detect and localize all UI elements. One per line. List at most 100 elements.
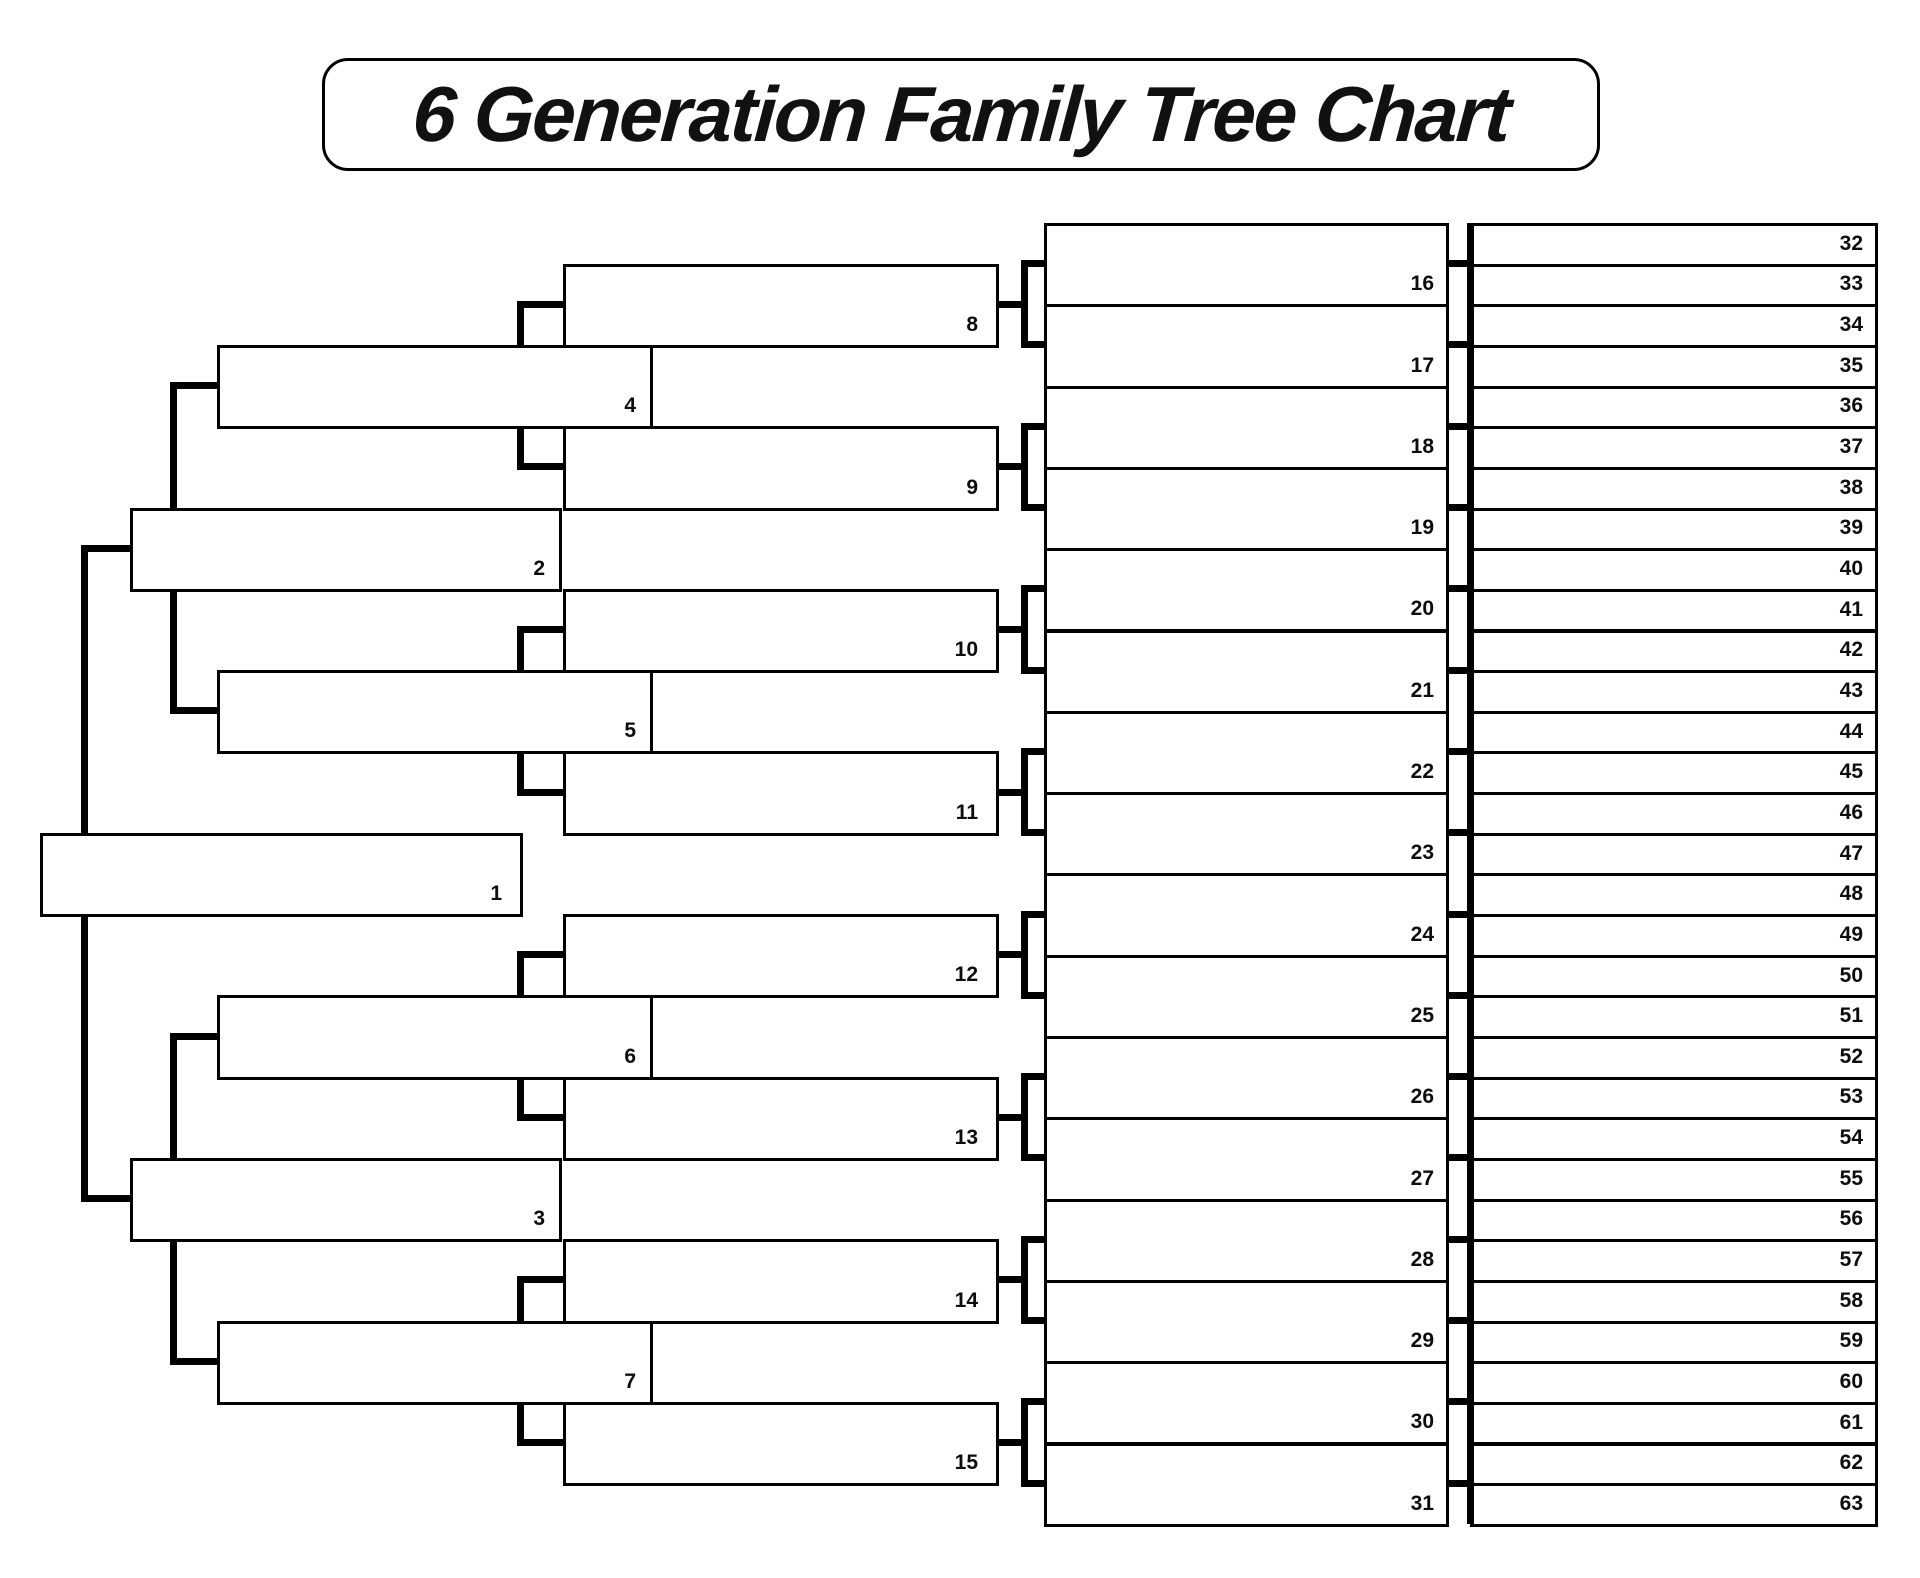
- person-number: 35: [1839, 353, 1863, 377]
- person-box-9: 9: [563, 426, 999, 511]
- person-number: 23: [1410, 841, 1434, 865]
- bracket-arm: [1024, 991, 1047, 999]
- child-stub: [1446, 747, 1470, 755]
- person-number: 9: [966, 475, 978, 499]
- person-number: 19: [1410, 516, 1434, 540]
- person-box-51: 51: [1470, 995, 1878, 1039]
- person-box-25: 25: [1044, 954, 1449, 1039]
- person-box-45: 45: [1470, 751, 1878, 796]
- child-stub: [1446, 260, 1470, 268]
- bracket-arm: [520, 788, 566, 796]
- child-stub: [1446, 422, 1470, 430]
- person-box-10: 10: [563, 588, 999, 674]
- person-number: 17: [1410, 353, 1434, 377]
- child-stub: [1446, 341, 1470, 349]
- person-box-46: 46: [1470, 792, 1878, 836]
- child-stub: [1446, 991, 1470, 999]
- person-box-19: 19: [1044, 466, 1449, 552]
- person-number: 18: [1410, 434, 1434, 458]
- person-number: 51: [1839, 1004, 1863, 1028]
- child-stub: [1446, 829, 1470, 837]
- bracket-arm: [1024, 666, 1047, 674]
- bracket-arm: [84, 1195, 133, 1203]
- person-number: 41: [1839, 597, 1863, 621]
- person-number: 38: [1839, 475, 1863, 499]
- bracket-arm: [1024, 910, 1047, 918]
- person-number: 10: [954, 638, 978, 662]
- person-number: 31: [1410, 1491, 1434, 1515]
- person-number: 20: [1410, 597, 1434, 621]
- person-number: 33: [1839, 272, 1863, 296]
- child-stub: [996, 788, 1024, 796]
- bracket-arm: [520, 626, 566, 633]
- person-number: 48: [1839, 882, 1863, 906]
- child-stub: [996, 1276, 1024, 1284]
- child-stub: [1446, 1073, 1470, 1081]
- person-number: 1: [490, 882, 502, 906]
- person-box-11: 11: [563, 751, 999, 836]
- person-number: 26: [1410, 1085, 1434, 1109]
- person-box-15: 15: [563, 1401, 999, 1487]
- bracket-arm: [520, 1439, 566, 1446]
- bracket-vertical: [1020, 260, 1028, 349]
- bracket-arm: [1024, 747, 1047, 755]
- bracket-vertical: [1020, 1073, 1028, 1162]
- person-box-6: 6: [217, 995, 653, 1080]
- person-box-13: 13: [563, 1076, 999, 1161]
- bracket-vertical: [1020, 910, 1028, 999]
- person-box-23: 23: [1044, 792, 1449, 877]
- person-number: 42: [1839, 638, 1863, 662]
- person-number: 54: [1839, 1126, 1863, 1150]
- child-stub: [996, 951, 1024, 959]
- person-box-8: 8: [563, 263, 999, 348]
- child-stub: [1446, 666, 1470, 674]
- child-stub: [996, 1113, 1024, 1121]
- child-stub: [996, 1439, 1024, 1446]
- person-number: 49: [1839, 922, 1863, 946]
- person-number: 25: [1410, 1003, 1434, 1027]
- person-number: 32: [1839, 231, 1863, 255]
- person-number: 16: [1410, 272, 1434, 296]
- person-number: 4: [624, 394, 636, 418]
- child-stub: [996, 463, 1024, 471]
- person-number: 2: [533, 556, 545, 580]
- person-number: 12: [954, 963, 978, 987]
- person-number: 50: [1839, 963, 1863, 987]
- bracket-arm: [1024, 260, 1047, 268]
- person-number: 14: [954, 1288, 978, 1312]
- person-number: 28: [1410, 1247, 1434, 1271]
- person-number: 11: [955, 800, 978, 824]
- person-box-41: 41: [1470, 588, 1878, 633]
- person-number: 24: [1410, 922, 1434, 946]
- person-number: 30: [1410, 1410, 1434, 1434]
- person-box-14: 14: [563, 1239, 999, 1324]
- person-number: 58: [1839, 1288, 1863, 1312]
- bracket-arm: [520, 951, 566, 959]
- person-number: 52: [1839, 1044, 1863, 1068]
- child-stub: [1446, 1317, 1470, 1325]
- person-box-42: 42: [1470, 629, 1878, 674]
- bracket-arm: [520, 300, 566, 308]
- bracket-arm: [1024, 341, 1047, 349]
- person-number: 55: [1839, 1166, 1863, 1190]
- person-box-7: 7: [217, 1320, 653, 1405]
- child-stub: [996, 626, 1024, 633]
- person-number: 53: [1839, 1085, 1863, 1109]
- bracket-vertical: [1020, 1235, 1028, 1325]
- bracket-arm: [520, 1276, 566, 1284]
- person-number: 44: [1839, 719, 1863, 743]
- person-box-20: 20: [1044, 548, 1449, 633]
- child-stub: [1446, 504, 1470, 512]
- bracket-arm: [1024, 1317, 1047, 1325]
- bracket-vertical: [1020, 422, 1028, 512]
- bracket-arm: [173, 1032, 220, 1040]
- bracket-arm: [1024, 829, 1047, 837]
- person-box-3: 3: [130, 1157, 562, 1243]
- person-number: 22: [1410, 760, 1434, 784]
- person-number: 63: [1839, 1491, 1863, 1515]
- person-number: 7: [624, 1369, 636, 1393]
- person-box-56: 56: [1470, 1198, 1878, 1243]
- person-number: 43: [1839, 678, 1863, 702]
- bracket-arm: [1024, 1479, 1047, 1487]
- bracket-arm: [520, 1113, 566, 1121]
